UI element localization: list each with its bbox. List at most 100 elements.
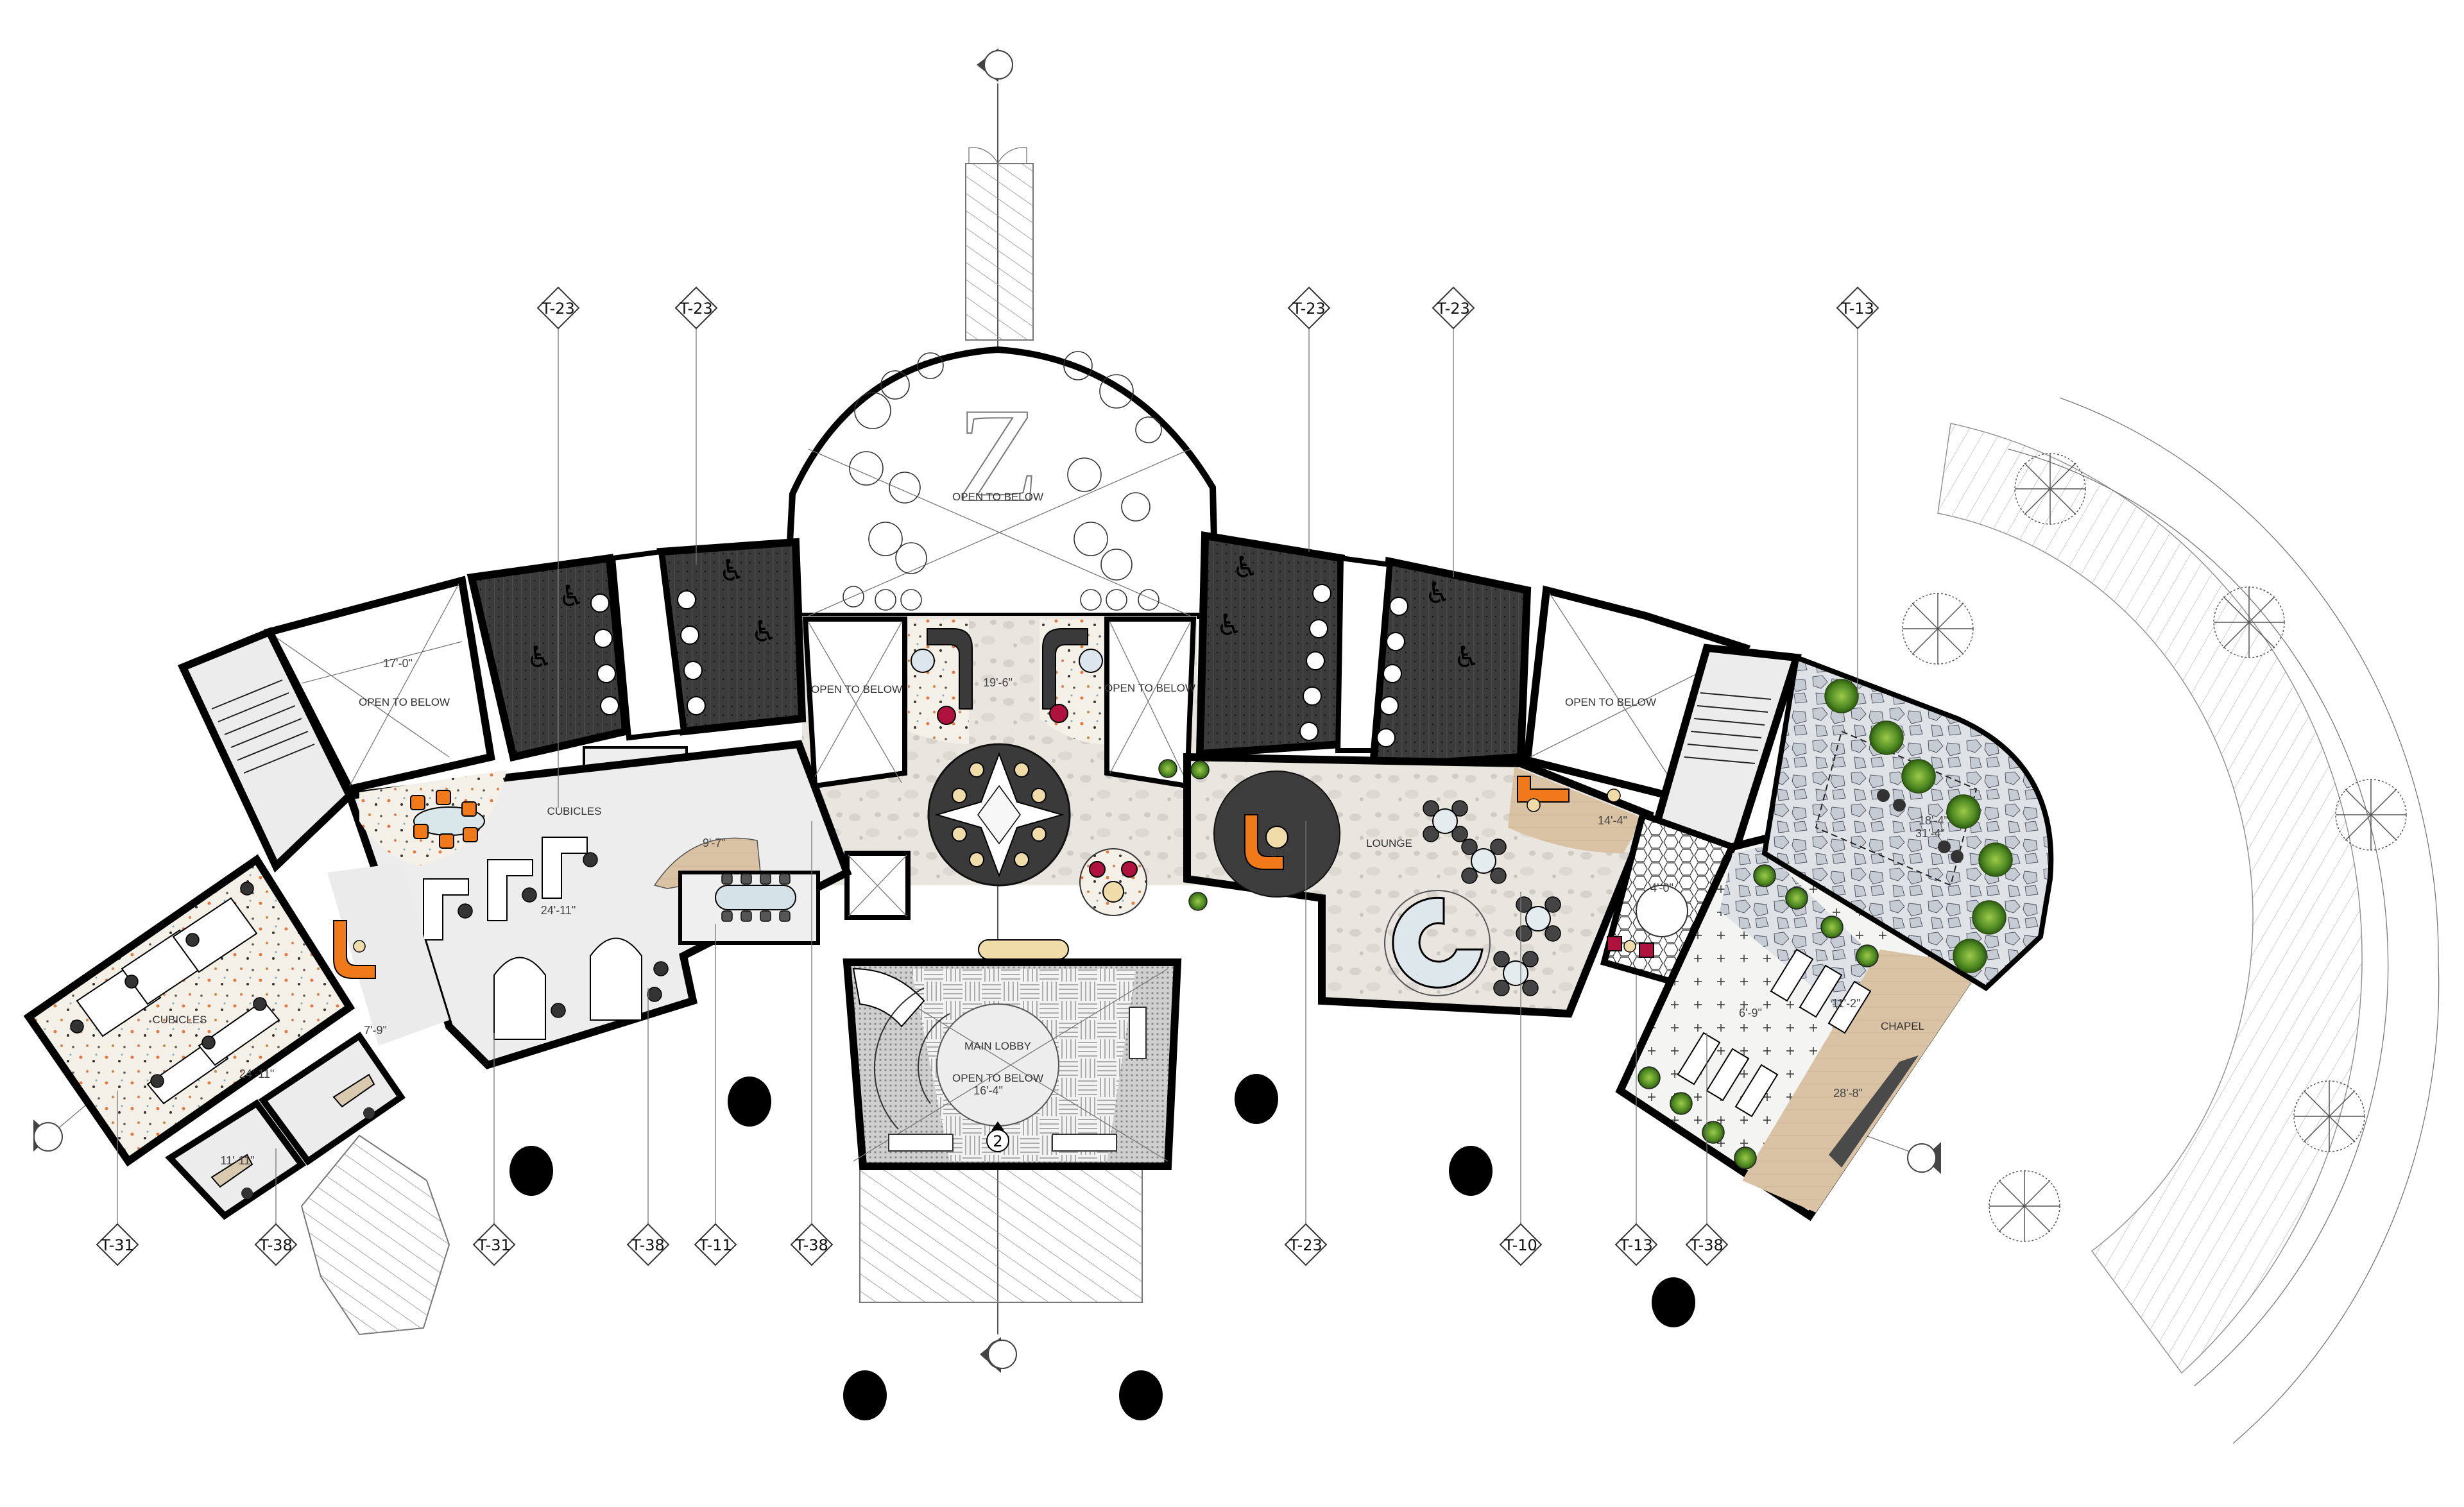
orange-sofa [1517,776,1570,803]
tag-marker[interactable]: T-13 [1614,975,1658,1266]
atrium-dim: 19'-6" [983,676,1013,689]
tags-top: T-23 T-23 T-23 T-23 T-13 [536,286,1879,808]
west-open-label: OPEN TO BELOW [359,696,450,708]
central-cubicles-dim2: 9'-7" [703,837,726,849]
accessible-icon: ♿ [558,579,585,613]
accessible-icon: ♿ [1453,640,1480,674]
rotunda-monogram: Z [957,381,1039,530]
tag-marker[interactable]: T-38 [790,821,834,1266]
central-cubicles: 9'-7" CUBICLES 24'-11" 7'-9" [327,740,852,1069]
columns [509,1074,1695,1420]
spiral-stair [873,987,950,1130]
west-cubicles: CUBICLES 24'-11" 11'-11" [23,854,406,1220]
tag-label: T-38 [1690,1236,1724,1254]
west-office-dim: 11'-11" [220,1154,254,1167]
tag-label: T-31 [477,1236,511,1254]
atrium-right-label: OPEN TO BELOW [1104,682,1195,694]
palm-trees [1902,453,2407,1242]
central-cubicles-dim: 24'-11" [541,904,576,917]
tags-bottom: T-31 T-38 T-31 T-38 T-11 T-38 [96,821,1729,1266]
west-cubicles-label: CUBICLES [152,1014,207,1026]
tag-marker[interactable]: T-23 [536,286,580,808]
garden-dim: 11'-2" [1832,997,1861,1010]
level-marker[interactable]: 2 [986,1121,1009,1152]
main-lobby-open-label: OPEN TO BELOW [952,1072,1043,1084]
tag-marker[interactable]: T-31 [96,1091,139,1266]
tag-label: T-31 [100,1236,134,1254]
tag-label: T-13 [1619,1236,1653,1254]
tag-label: T-38 [794,1236,828,1254]
rotunda: Z OPEN TO BELOW [782,346,1220,619]
tag-label: T-10 [1503,1236,1537,1254]
curved-sofa [927,628,973,710]
lounge-dim: 6'-7" [1270,846,1294,859]
planter [1158,759,1177,778]
lounge: 14'-4" 6'-7" LOUNGE [1183,753,1654,1018]
accessible-icon: ♿ [751,614,777,649]
tag-marker[interactable]: T-11 [694,924,737,1266]
main-lobby: MAIN LOBBY OPEN TO BELOW 16'-4" 2 [843,958,1182,1170]
tag-label: T-11 [698,1236,732,1254]
workstations [423,837,642,1040]
section-marker-bottom[interactable] [980,1337,1017,1373]
lounge-spiral-stair [1384,890,1491,996]
lounge-label: LOUNGE [1366,837,1412,849]
central-round-bench [927,743,1071,887]
southwest-walkway [300,1134,450,1336]
east-open-label: OPEN TO BELOW [1565,696,1656,708]
tag-marker[interactable]: T-38 [626,988,670,1266]
tag-marker[interactable]: T-31 [472,1033,516,1266]
bench [978,939,1069,960]
tag-label: T-38 [631,1236,665,1254]
atrium-left-label: OPEN TO BELOW [811,683,902,695]
chapel-label: CHAPEL [1881,1020,1924,1032]
lounge-dim2: 14'-4" [1598,814,1627,827]
section-marker-left[interactable] [33,1058,142,1152]
chapel-dim: 28'-8" [1833,1087,1863,1100]
section-marker-top[interactable] [977,48,1013,82]
flower-planting [843,351,1162,611]
desk [210,1154,253,1188]
tag-marker[interactable]: T-23 [1284,821,1328,1266]
east-restrooms: ♿ ♿ ♿ ♿ [1195,531,1532,771]
main-lobby-dim: 16'-4" [973,1084,1003,1097]
north-walkway [965,163,1034,341]
tag-marker[interactable]: T-38 [1685,1033,1729,1266]
tag-label: T-23 [1288,1236,1322,1254]
vestibule-dim: 4'-0" [1650,881,1673,894]
accent-chair [937,706,956,725]
tag-marker[interactable]: T-13 [1836,286,1879,693]
level-marker-number: 2 [993,1132,1002,1150]
accessible-icon: ♿ [1216,608,1242,642]
central-cubicles-label: CUBICLES [547,805,601,817]
west-cubicles-dim: 24'-11" [239,1068,275,1080]
tag-marker[interactable]: T-23 [674,286,718,565]
terrace-dim: 18'-4" [1919,814,1948,827]
main-lobby-label: MAIN LOBBY [964,1040,1031,1052]
tag-marker[interactable]: T-23 [1432,286,1475,577]
tag-marker[interactable]: T-38 [254,1148,298,1266]
rotunda-label: OPEN TO BELOW [952,491,1043,503]
atrium: OPEN TO BELOW OPEN TO BELOW 19'-6" [802,616,1197,960]
terrace-dim2: 31'-4" [1915,827,1945,840]
accessible-icon: ♿ [719,553,745,588]
west-open-dim: 17'-0" [383,657,413,670]
tag-marker[interactable]: T-23 [1287,286,1331,552]
west-lounge-dim: 7'-9" [364,1024,387,1037]
garden-dim2: 6'-9" [1739,1007,1762,1019]
north-entry-doors [968,147,1027,164]
tag-marker[interactable]: T-10 [1499,892,1543,1266]
terrace: 18'-4" 31'-4" [1761,654,2054,992]
tag-label: T-23 [1292,300,1326,318]
tag-label: T-38 [259,1236,293,1254]
tag-label: T-23 [1436,300,1470,318]
accessible-icon: ♿ [526,640,552,674]
amphitheater [1902,397,2440,1444]
desk [332,1073,375,1108]
accent-chair [1049,704,1068,723]
conference-table [715,885,796,910]
cafe-tables [1423,800,1561,996]
west-restrooms: ♿ ♿ ♿ ♿ [466,538,807,774]
south-walkway [859,1167,1143,1303]
